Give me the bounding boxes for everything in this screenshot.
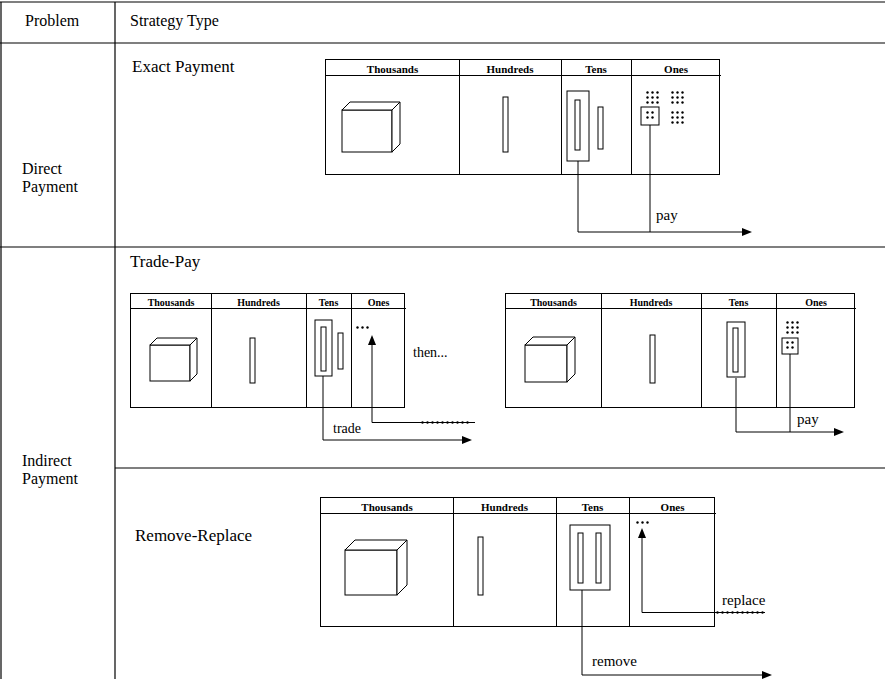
unit-dots (785, 320, 800, 335)
unit-dots (355, 325, 370, 330)
column-line (306, 294, 307, 407)
header-text: Tens (582, 500, 604, 515)
column-line (631, 60, 632, 174)
header-text: Hundreds (481, 500, 528, 515)
column-header: Thousands (131, 294, 211, 309)
text-label: trade (333, 421, 361, 437)
column-header: Thousands (321, 498, 453, 514)
column-line (561, 60, 562, 174)
column-line (211, 294, 212, 407)
text-label: pay (656, 207, 678, 224)
header-text: Thousands (530, 296, 577, 310)
header-text: Ones (664, 62, 688, 77)
column-line (701, 294, 702, 407)
base-ten-blocks (525, 322, 798, 383)
header-text: Hundreds (487, 62, 534, 77)
column-line (629, 498, 630, 626)
column-header: Ones (776, 294, 856, 309)
text-label: pay (797, 411, 819, 428)
base-ten-blocks (342, 91, 659, 161)
text-label: remove (592, 653, 637, 670)
header-text: Ones (661, 500, 685, 515)
column-line (351, 294, 352, 407)
text-label: Direct Payment (22, 160, 107, 197)
remove-replace-arrows (582, 537, 765, 675)
header-text: Hundreds (630, 296, 673, 310)
unit-dots (670, 110, 685, 125)
column-line (601, 294, 602, 407)
text-label: Trade-Pay (130, 252, 200, 272)
place-value-mat: Thousands Hundreds Tens Ones (325, 59, 720, 175)
header-text: Tens (319, 296, 339, 310)
text-label: Exact Payment (132, 57, 234, 77)
unit-dots (715, 610, 765, 615)
text-label: then... (413, 345, 448, 361)
arrowhead (462, 436, 472, 444)
text-label: Indirect Payment (22, 452, 107, 489)
unit-dots (645, 90, 660, 105)
arrowhead (834, 428, 844, 436)
column-header: Tens (561, 60, 631, 76)
column-header: Tens (701, 294, 776, 309)
text-label: replace (722, 592, 765, 609)
base-ten-blocks (150, 320, 343, 383)
column-header: Ones (629, 498, 716, 514)
header-text: Hundreds (237, 296, 280, 310)
column-header: Hundreds (211, 294, 306, 309)
column-header: Tens (556, 498, 629, 514)
unit-dots (645, 110, 655, 120)
column-header: Ones (631, 60, 721, 76)
header-text: Thousands (148, 296, 195, 310)
header-text: Ones (368, 296, 390, 310)
column-header: Hundreds (459, 60, 561, 76)
arrowhead (762, 671, 772, 679)
unit-dots (785, 340, 795, 350)
column-line (459, 60, 460, 174)
column-header: Tens (306, 294, 351, 309)
header-text: Thousands (361, 500, 412, 515)
text-label: Problem (25, 12, 79, 30)
column-header: Hundreds (601, 294, 701, 309)
place-value-mat: Thousands Hundreds Tens Ones (505, 293, 855, 408)
column-header: Hundreds (453, 498, 556, 514)
arrowhead (742, 228, 752, 236)
column-line (776, 294, 777, 407)
header-text: Tens (729, 296, 749, 310)
place-value-mat: Thousands Hundreds Tens Ones (320, 497, 715, 627)
base-ten-blocks (345, 525, 610, 595)
arrowhead (638, 528, 646, 538)
unit-dots (420, 420, 470, 425)
unit-dots (670, 90, 685, 105)
column-line (453, 498, 454, 626)
column-header: Thousands (326, 60, 459, 76)
place-value-mat: Thousands Hundreds Tens Ones (130, 293, 405, 408)
column-header: Ones (351, 294, 406, 309)
header-text: Ones (805, 296, 827, 310)
pay-arrow (736, 354, 836, 432)
trade-arrow (323, 344, 475, 440)
text-label: Strategy Type (130, 12, 219, 30)
arrowhead (368, 335, 376, 345)
text-label: Remove-Replace (135, 526, 252, 546)
column-line (556, 498, 557, 626)
header-text: Tens (585, 62, 607, 77)
header-text: Thousands (367, 62, 418, 77)
unit-dots (635, 520, 650, 525)
column-header: Thousands (506, 294, 601, 309)
